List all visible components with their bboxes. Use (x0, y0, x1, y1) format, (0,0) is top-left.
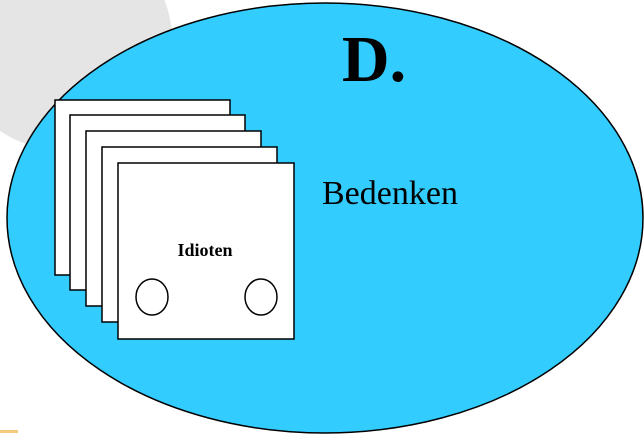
corner-accent (0, 430, 18, 433)
card-hole-left (135, 278, 169, 316)
diagram-heading: D. (341, 23, 407, 96)
card-label: Idioten (177, 240, 233, 260)
diagram-caption: Bedenken (322, 175, 458, 212)
card-hole-right (244, 278, 278, 316)
card-stack (54, 99, 295, 340)
